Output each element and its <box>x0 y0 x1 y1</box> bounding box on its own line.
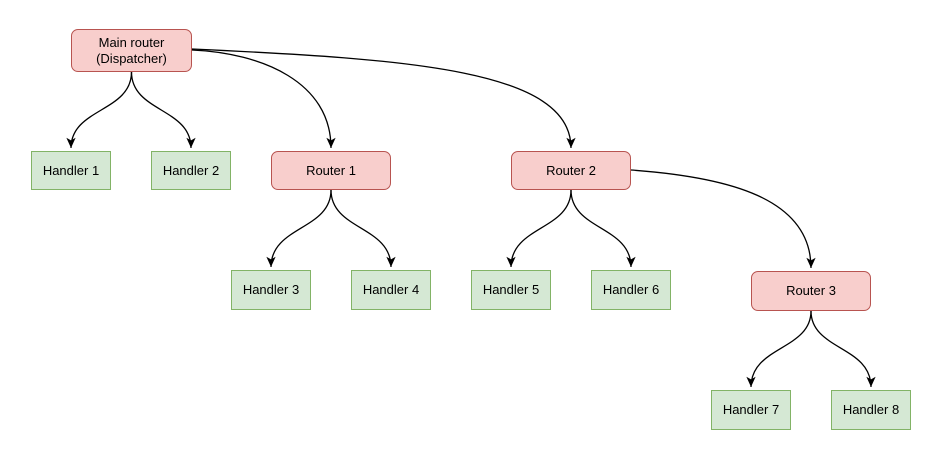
node-handler-6-label: Handler 6 <box>602 282 660 297</box>
node-router-2: Router 2 <box>511 151 631 190</box>
node-main-router-label-line2: (Dispatcher) <box>96 50 167 66</box>
node-handler-4: Handler 4 <box>351 270 431 310</box>
edge-main-to-handler1 <box>66 71 133 149</box>
node-router-3: Router 3 <box>751 271 871 311</box>
node-handler-4-label: Handler 4 <box>362 282 420 297</box>
node-handler-2: Handler 2 <box>151 151 231 190</box>
edge-router2-to-handler5 <box>506 189 572 268</box>
node-handler-1: Handler 1 <box>31 151 111 190</box>
edge-router3-to-handler7 <box>746 310 812 388</box>
node-handler-6: Handler 6 <box>591 270 671 310</box>
node-handler-8: Handler 8 <box>831 390 911 430</box>
edge-router2-to-router3 <box>630 169 816 269</box>
node-handler-8-label: Handler 8 <box>842 402 900 417</box>
edge-main-to-router1 <box>191 49 336 149</box>
node-handler-5: Handler 5 <box>471 270 551 310</box>
node-handler-7: Handler 7 <box>711 390 791 430</box>
edge-router1-to-handler4 <box>330 189 396 268</box>
edge-router1-to-handler3 <box>266 189 332 268</box>
node-handler-1-label: Handler 1 <box>42 162 100 178</box>
node-handler-2-label: Handler 2 <box>162 162 220 178</box>
node-handler-7-label: Handler 7 <box>722 402 780 417</box>
edge-main-to-router2 <box>191 48 576 149</box>
node-router-1-label: Router 1 <box>306 162 356 178</box>
node-main-router-label-line1: Main router <box>98 34 165 50</box>
node-router-3-label: Router 3 <box>786 283 836 298</box>
edge-main-to-handler2 <box>130 71 196 149</box>
node-handler-3: Handler 3 <box>231 270 311 310</box>
node-handler-3-label: Handler 3 <box>242 282 300 297</box>
edge-router2-to-handler6 <box>570 189 636 268</box>
edge-router3-to-handler8 <box>810 310 876 388</box>
node-router-2-label: Router 2 <box>546 162 596 178</box>
node-main-router: Main router (Dispatcher) <box>71 29 192 72</box>
node-handler-5-label: Handler 5 <box>482 282 540 297</box>
node-router-1: Router 1 <box>271 151 391 190</box>
